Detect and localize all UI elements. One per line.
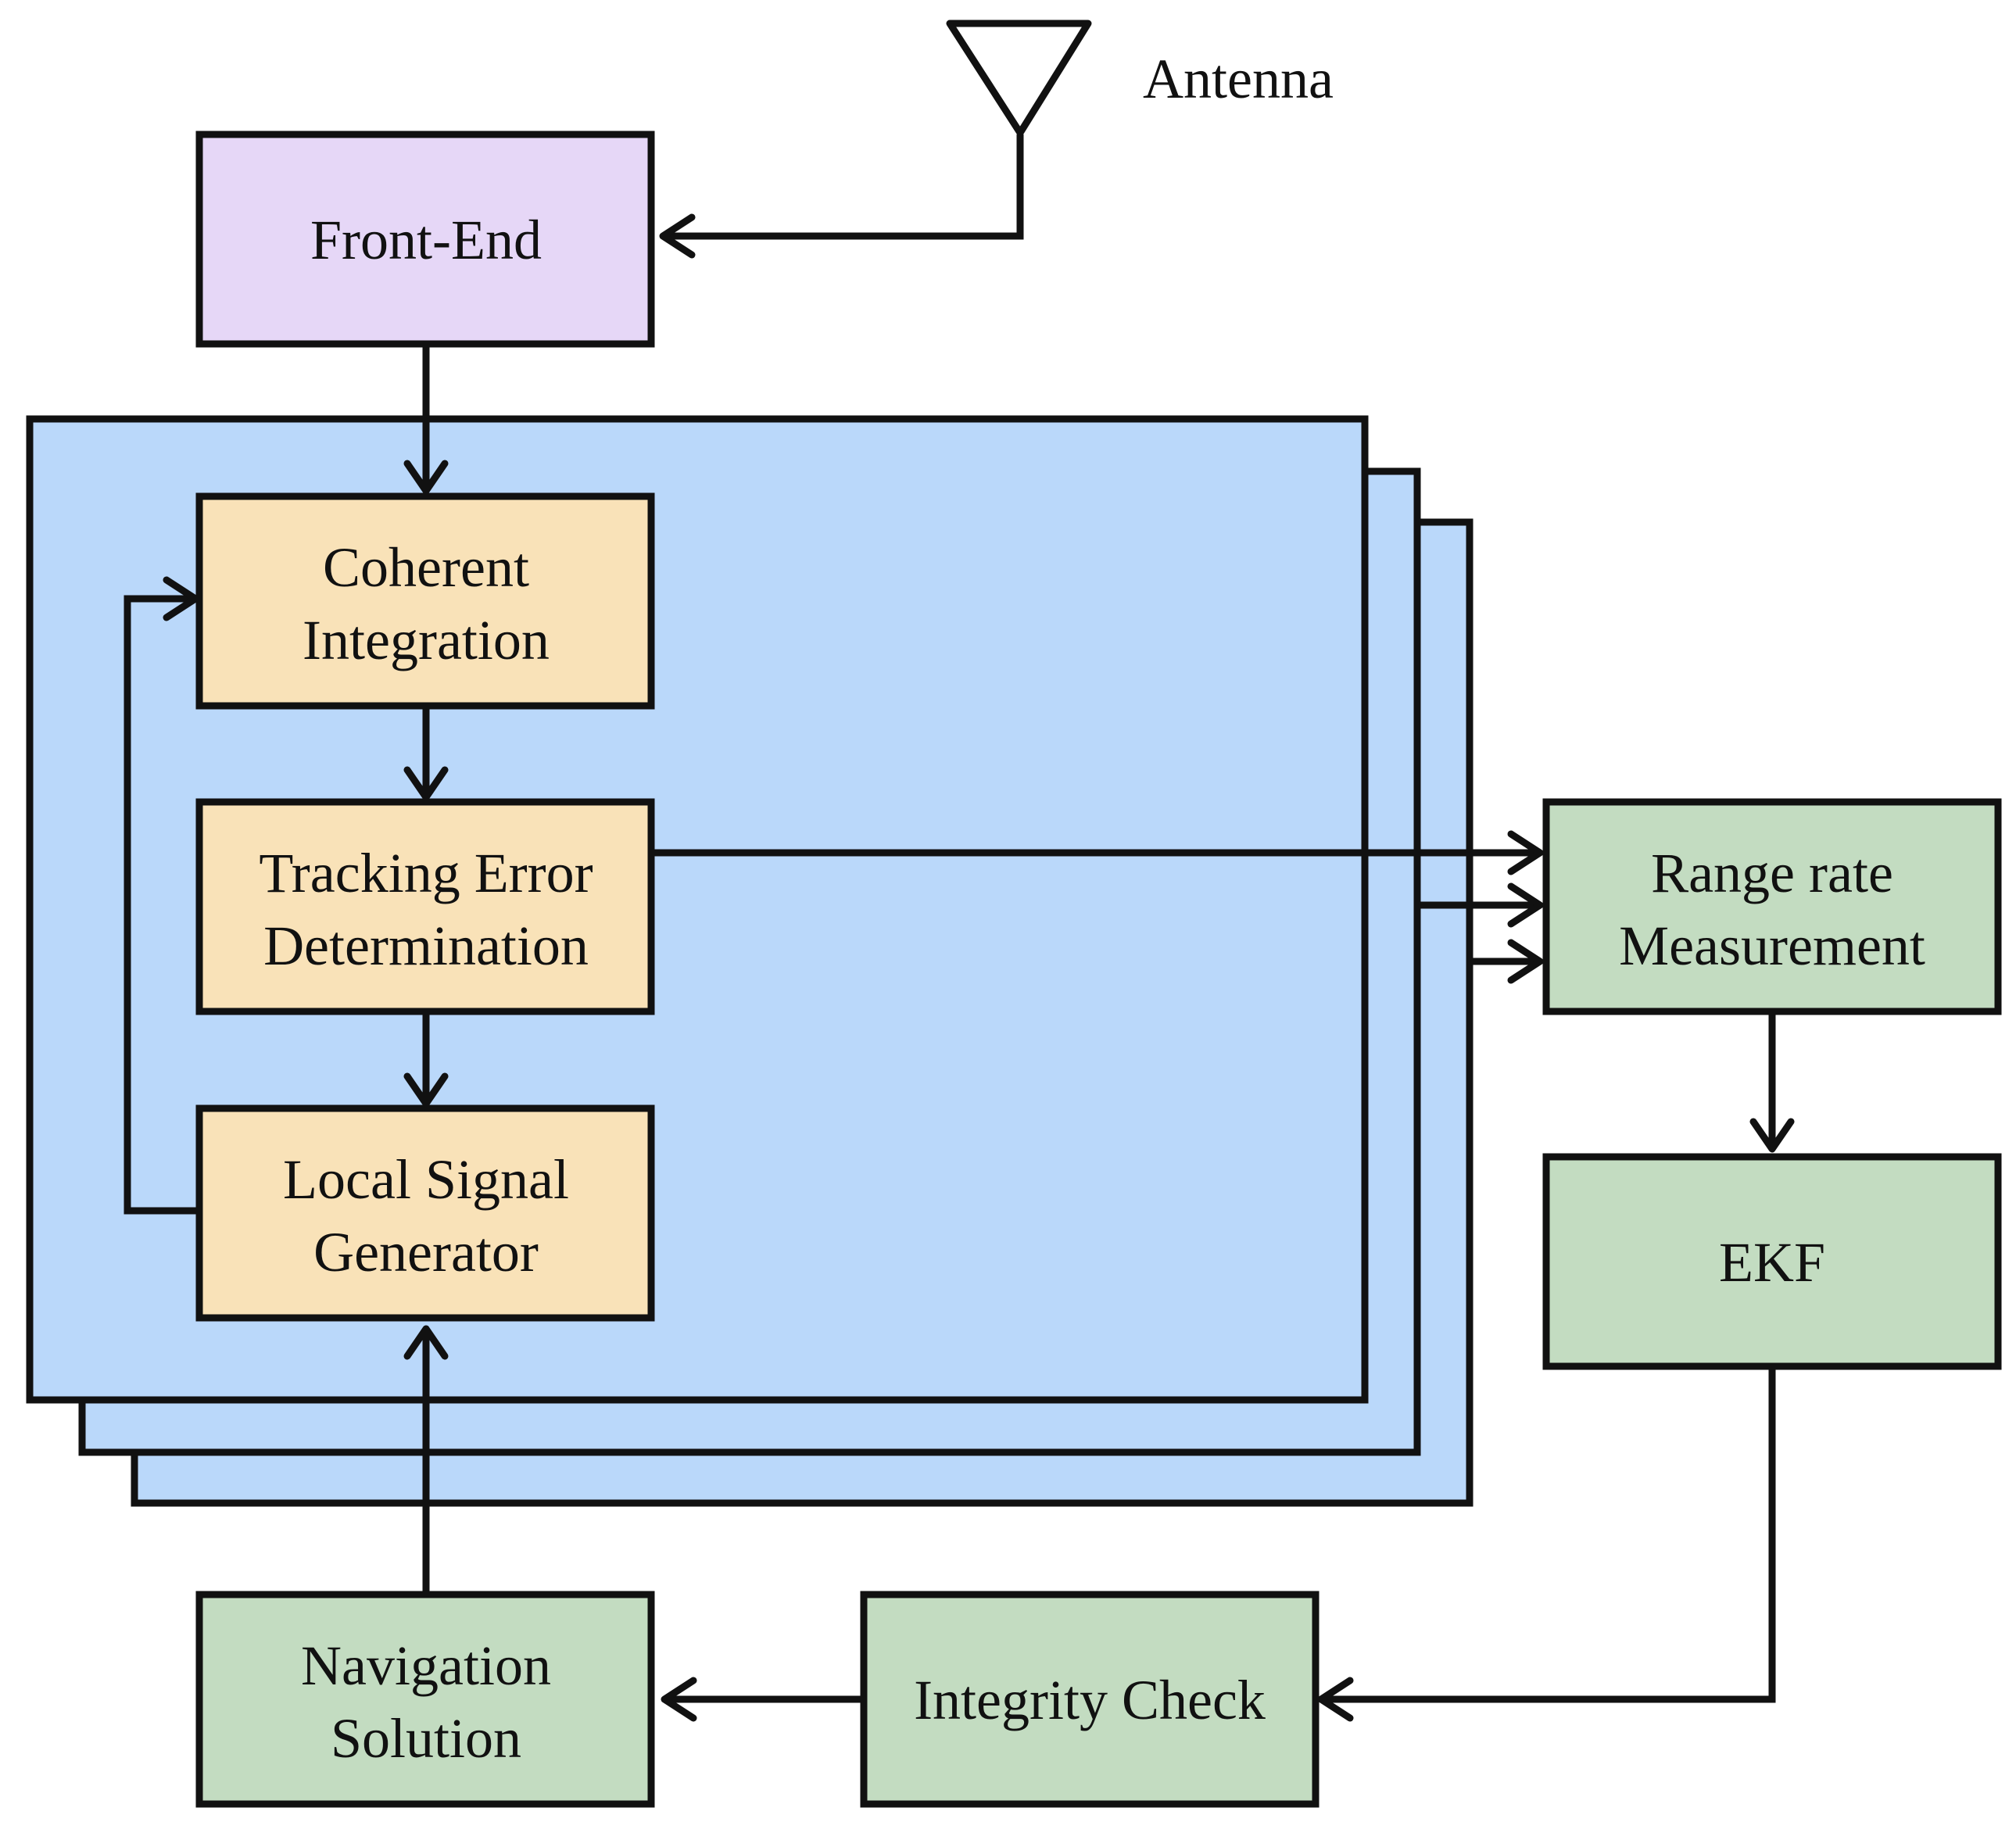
coherent-integration-block: [195, 492, 655, 710]
integrity-check-block: [860, 1591, 1320, 1808]
antenna-label: Antenna: [1143, 48, 1334, 110]
range-rate-label-line1: Range rate: [1651, 842, 1893, 904]
arrowhead-into-front-end: [659, 213, 696, 259]
tracking-error-block: [195, 798, 655, 1015]
arrowhead-into-integrity: [1317, 1677, 1354, 1722]
local-signal-label-line2: Generator: [313, 1221, 539, 1283]
arrowhead-into-local-signal: [403, 1072, 449, 1108]
local-signal-generator-block: [195, 1104, 655, 1322]
arrowhead-into-ekf: [1749, 1118, 1795, 1153]
ekf-label: EKF: [1719, 1231, 1825, 1294]
coherent-integration-label-line1: Coherent: [323, 536, 529, 599]
navigation-solution-label-line2: Solution: [331, 1707, 521, 1770]
range-rate-block: [1542, 798, 2002, 1015]
integrity-check-label: Integrity Check: [914, 1669, 1266, 1731]
tracking-error-label-line2: Determination: [263, 915, 589, 977]
arrowhead-into-coherent-feedback: [163, 576, 199, 621]
tracking-error-label-line1: Tracking Error: [259, 842, 593, 904]
arrowhead-range-rate-1: [1507, 830, 1544, 875]
arrowhead-from-navigation: [403, 1325, 449, 1360]
local-signal-feedback-line: [124, 595, 199, 1215]
arrowhead-into-navigation: [661, 1677, 697, 1722]
arrowhead-range-rate-2: [1507, 882, 1544, 928]
front-end-label: Front-End: [310, 209, 542, 271]
arrowhead-into-tracking: [403, 766, 449, 801]
front-end-block: [195, 131, 655, 348]
navigation-solution-label-line1: Navigation: [301, 1634, 551, 1697]
arrowhead-into-coherent: [403, 460, 449, 495]
navigation-solution-block: [195, 1591, 655, 1808]
antenna-icon: [946, 20, 1092, 137]
range-rate-label-line2: Measurement: [1619, 915, 1925, 977]
antenna-feed-line: [664, 134, 1024, 240]
local-signal-label-line1: Local Signal: [283, 1148, 569, 1211]
ekf-block: [1542, 1153, 2002, 1370]
arrowhead-range-rate-3: [1507, 939, 1544, 984]
ekf-to-integrity-line: [1321, 1367, 1776, 1703]
coherent-integration-label-line2: Integration: [303, 609, 550, 671]
